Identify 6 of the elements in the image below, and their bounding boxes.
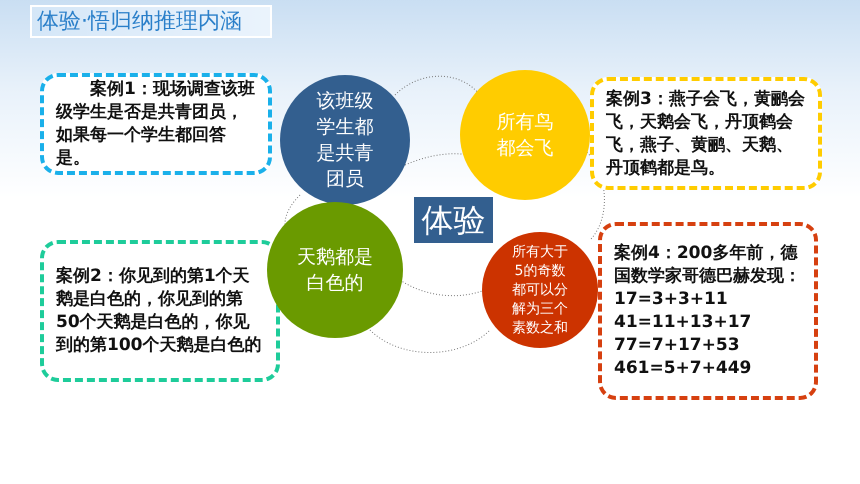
case-box: 案例4：200多年前，德国数学家哥德巴赫发现： 17=3+3+11 41=11+13+17 77=7+17+53 461=5+7+449	[598, 222, 818, 400]
case-box: 案例1：现场调查该班级学生是否是共青团员，如果每一个学生都回答是。	[40, 73, 272, 175]
case-box: 案例2：你见到的第1个天鹅是白色的，你见到的第50个天鹅是白色的，你见到的第100个天鹅是白色的	[40, 240, 280, 382]
center-box: 体验	[412, 195, 495, 245]
case-box: 案例3：燕子会飞，黄鹂会飞，天鹅会飞，丹顶鹤会飞，燕子、黄鹂、天鹅、丹顶鹤都是鸟。	[590, 77, 822, 190]
title-banner: 体验·悟归纳推理内涵	[30, 5, 272, 38]
